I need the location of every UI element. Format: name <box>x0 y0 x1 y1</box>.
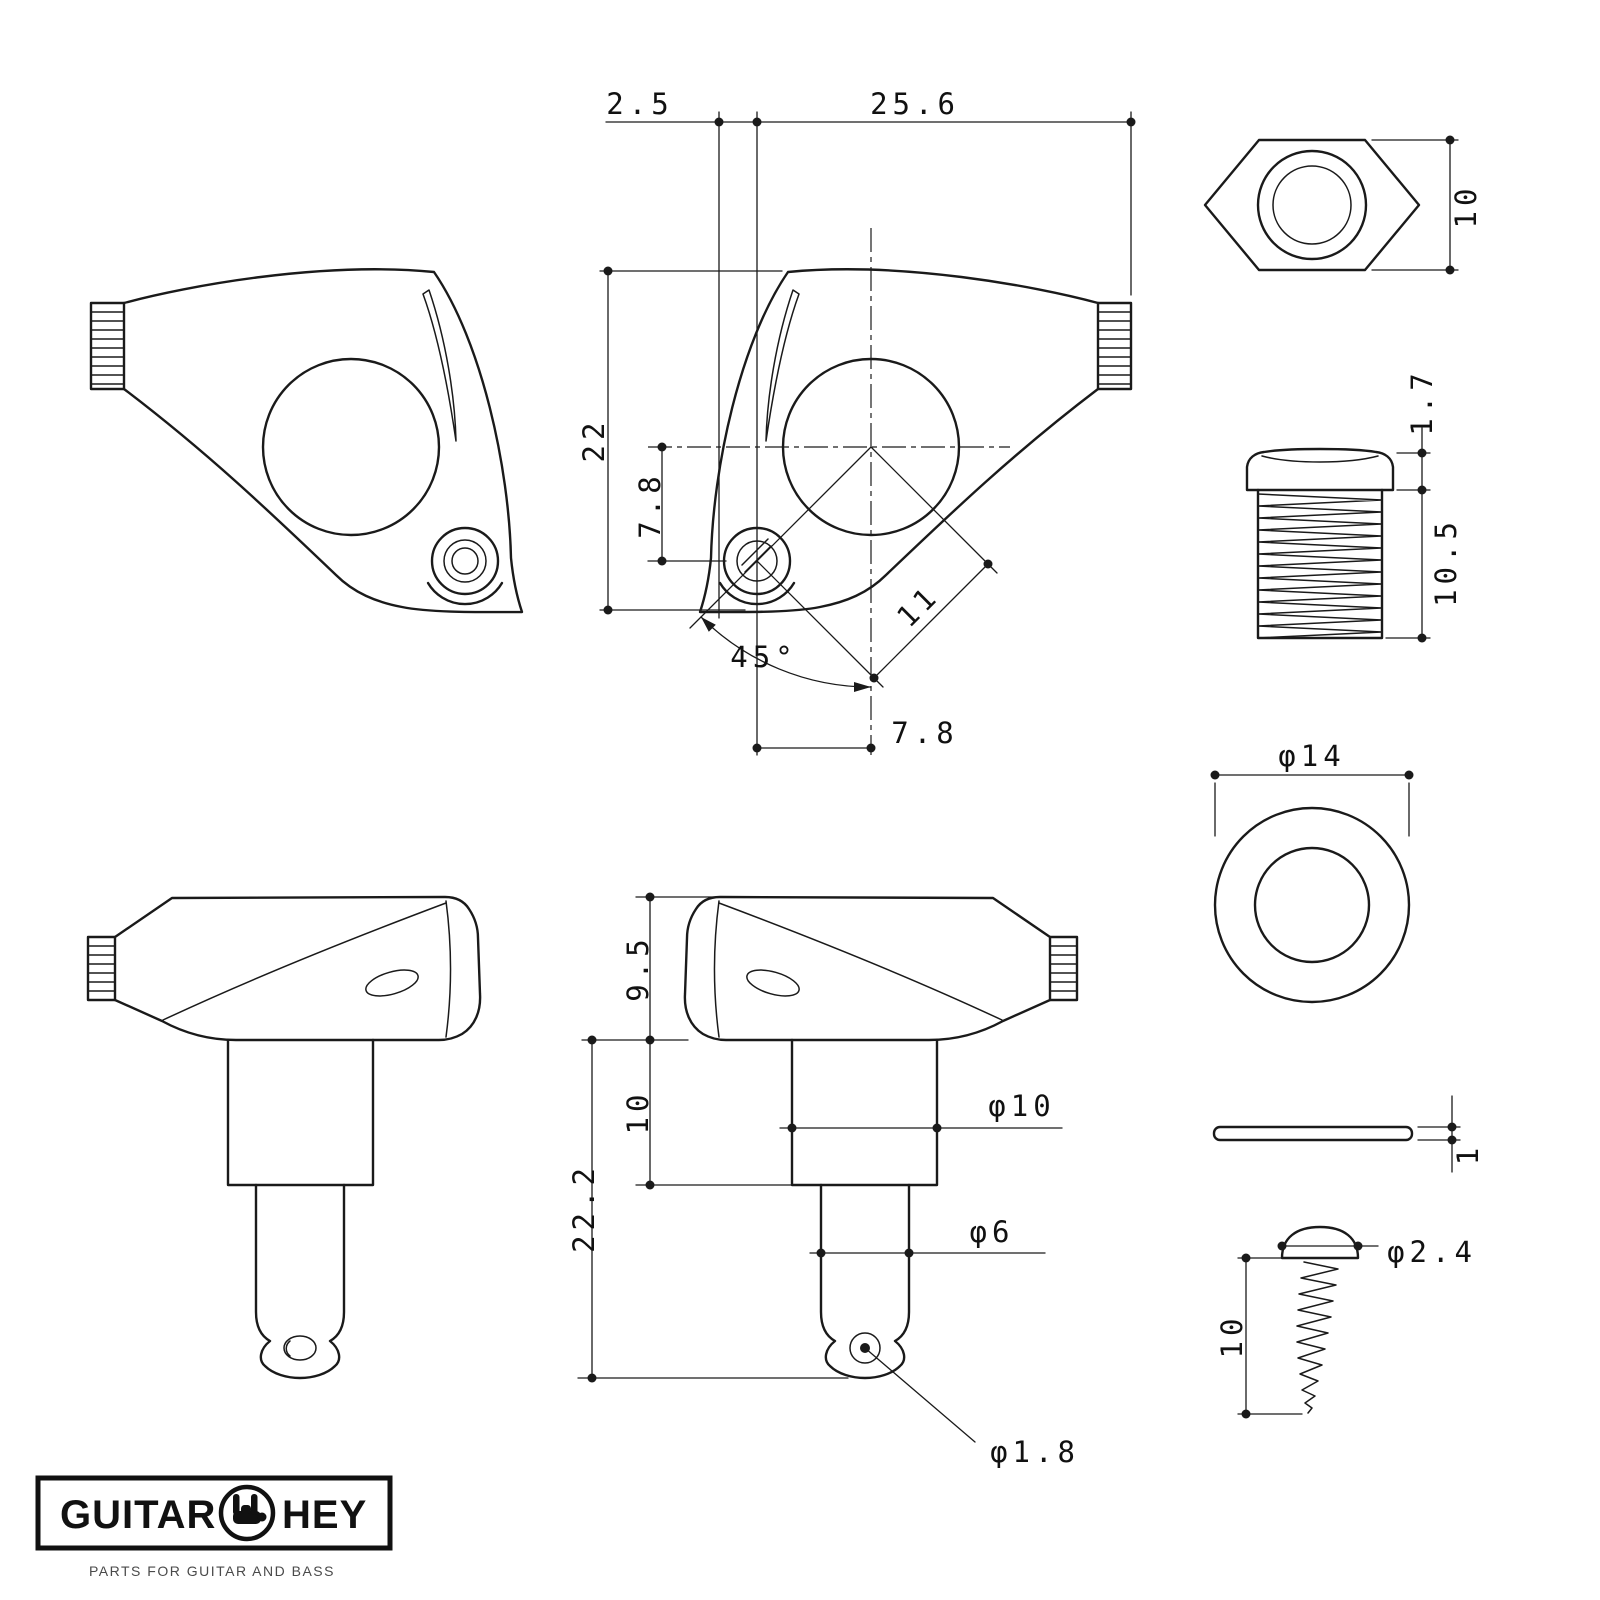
brand-guitar-text: GUITAR <box>60 1493 216 1537</box>
tuner-side-view-dimensioned <box>648 228 1133 755</box>
bushing-thread-lines <box>1257 493 1383 639</box>
dim-housing-length-label: 25.6 <box>870 87 960 121</box>
hex-nut-bore-circle <box>1272 165 1352 245</box>
string-post-eyelet-mid <box>443 539 487 583</box>
string-hole-shade <box>285 1340 291 1357</box>
rock-hand-icon <box>218 1484 276 1542</box>
string-hole-side <box>283 1335 317 1361</box>
dim-post-angle-label: 45° <box>730 640 797 674</box>
washer-front-view <box>1213 806 1411 1004</box>
bushing-head-outline <box>1245 447 1395 492</box>
dim-screw-length-label: 10 <box>1215 1314 1249 1359</box>
dim-spacer-thickness-label: 1 <box>1451 1143 1485 1165</box>
logo: GUITAR HEY PARTS FOR GUITAR AND BASS <box>35 1475 393 1579</box>
hex-nut-outline <box>1203 138 1421 272</box>
logo-tagline: PARTS FOR GUITAR AND BASS <box>89 1563 335 1579</box>
string-post-slot <box>741 538 772 573</box>
screw-head-outline <box>1280 1225 1360 1260</box>
washer-outer-circle <box>1213 806 1411 1004</box>
dim-post-offset-label: 2.5 <box>606 87 673 121</box>
arc-arrowhead-left <box>701 617 716 632</box>
nut-dimension: 10 <box>1371 135 1483 275</box>
dim-nut-across-flats-label: 10 <box>1449 184 1483 229</box>
housing-dimensions: 2.5 25.6 22 7.8 7.8 11 45° <box>577 87 1136 756</box>
housing-outline-mirrored <box>89 268 524 614</box>
spacer-dimension: 1 <box>1417 1095 1485 1173</box>
dim-gear-post-distance-label: 11 <box>890 578 946 634</box>
dim-housing-height-label: 22 <box>577 418 611 463</box>
arc-arrowhead-right <box>854 682 871 692</box>
tuner-front-outline <box>86 895 482 1380</box>
dim-bushing-head-label: 1.7 <box>1405 368 1439 435</box>
tuner-front-view-plain <box>86 895 482 1380</box>
dim-post-minor-dia-label: φ6 <box>970 1215 1015 1249</box>
screw-dimensions: φ2.4 10 <box>1215 1235 1477 1419</box>
hex-nut-chamfer-circle <box>1256 149 1368 261</box>
dim-string-hole-label: φ1.8 <box>990 1435 1080 1469</box>
bushing-dimensions: 1.7 10.5 <box>1385 368 1463 643</box>
string-post-eyelet-outer <box>430 526 500 596</box>
hex-nut-top-view <box>1203 138 1421 272</box>
bushing-side-view <box>1245 447 1395 640</box>
dim-bushing-thread-label: 10.5 <box>1429 517 1463 607</box>
front-view-dimensions: 9.5 10 22.2 φ10 φ6 φ1.8 <box>567 892 1080 1469</box>
logo-box <box>35 1475 393 1551</box>
spacer-outline <box>1212 1125 1414 1142</box>
string-post-eyelet-hole <box>451 547 479 575</box>
dim-overall-length-label: 22.2 <box>567 1163 601 1253</box>
tuner-front-outline-mirrored <box>683 895 1079 1380</box>
string-hole-front <box>849 1332 881 1364</box>
mounting-screw-side-view <box>1280 1225 1360 1414</box>
spacer-side-view <box>1212 1125 1414 1142</box>
dim-gear-post-drop-label: 7.8 <box>633 471 667 538</box>
washer-dimension: φ14 <box>1210 739 1414 837</box>
dim-post-major-dia-label: φ10 <box>988 1089 1055 1123</box>
dim-screw-head-dia-label: φ2.4 <box>1387 1235 1477 1269</box>
bushing-head-facet <box>1261 455 1379 463</box>
dim-gear-post-run-label: 7.8 <box>891 716 958 750</box>
dim-washer-diameter-label: φ14 <box>1278 739 1345 773</box>
dim-button-height-label: 9.5 <box>621 934 655 1001</box>
housing-outline <box>698 268 1133 614</box>
tuner-side-view-plain <box>89 268 524 614</box>
dim-bushing-section-label: 10 <box>621 1090 655 1135</box>
brand-hey-text: HEY <box>282 1493 367 1537</box>
washer-inner-circle <box>1253 846 1371 964</box>
tuner-front-view-dimensioned <box>683 895 1079 1380</box>
screw-thread-lines <box>1296 1261 1339 1414</box>
